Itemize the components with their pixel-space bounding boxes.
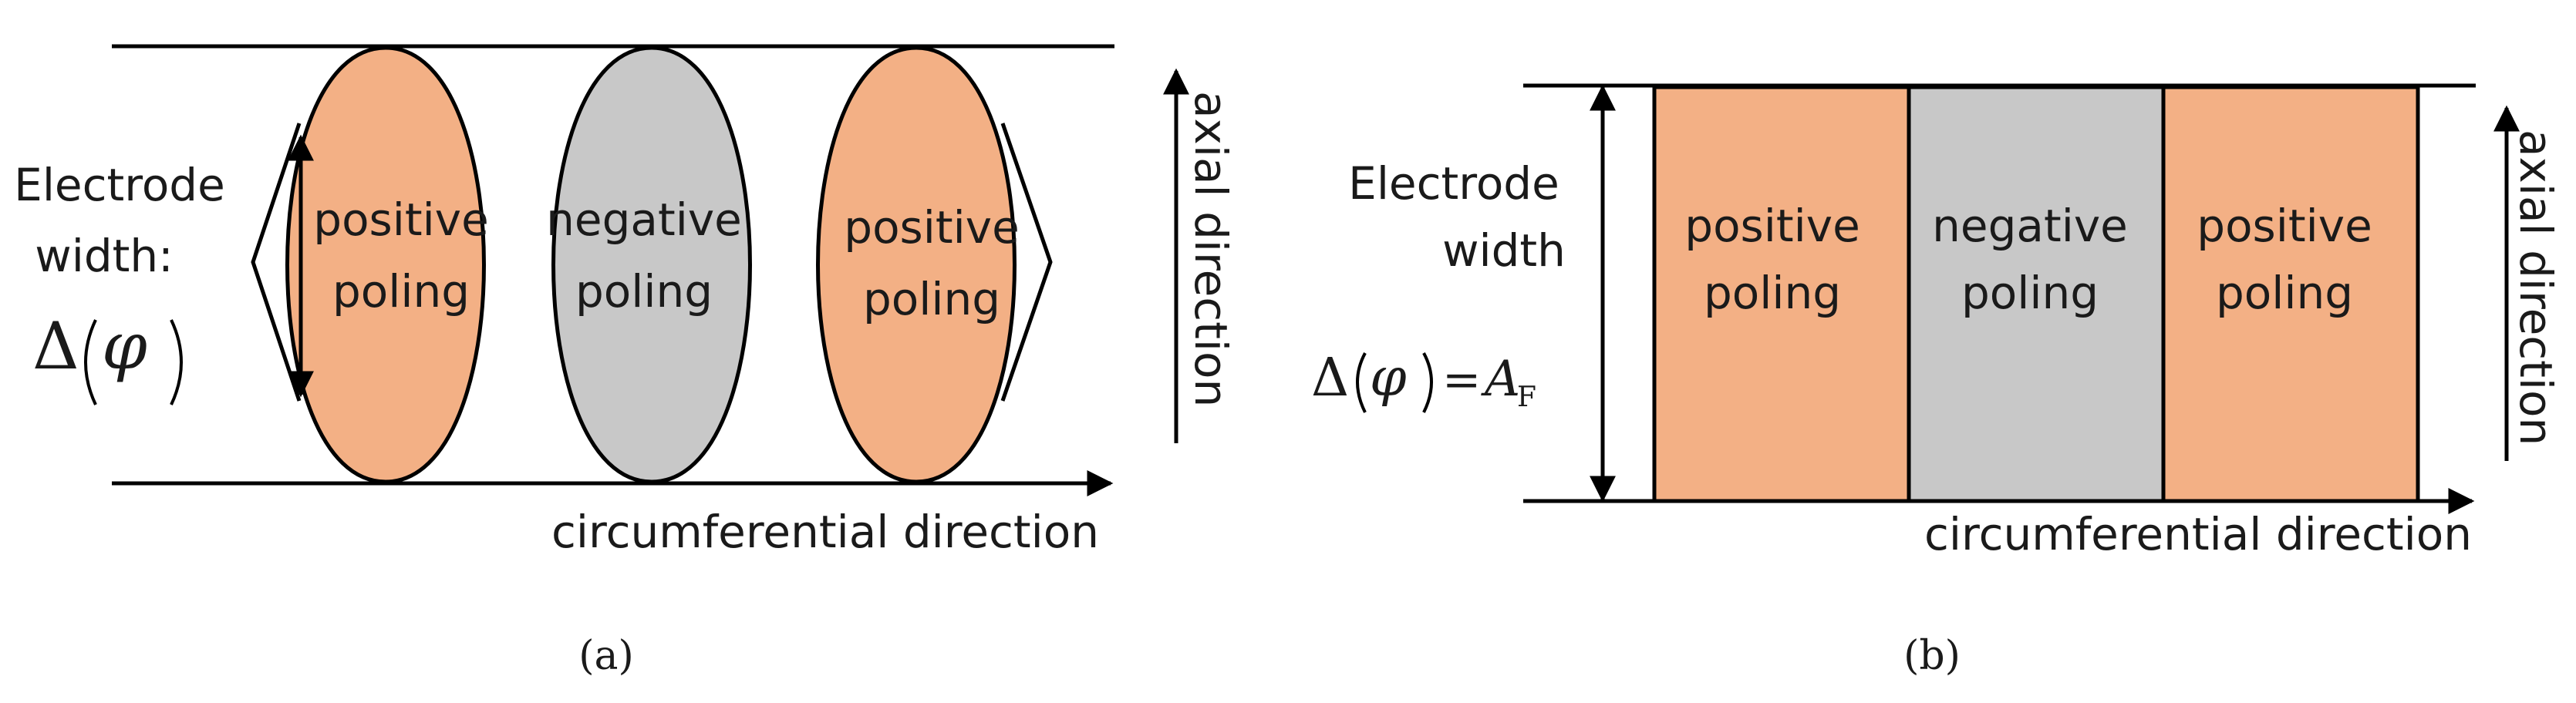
electrode-label-line2: width: <box>35 230 173 282</box>
circumferential-direction-label: circumferential direction <box>551 506 1099 558</box>
left-paren <box>84 319 97 405</box>
right-paren-b <box>1422 352 1433 413</box>
axial-direction-label: axial direction <box>1185 91 1237 407</box>
panel-a: Electrode width: Δ φ positive poling neg… <box>14 31 1237 679</box>
mask-left <box>231 31 255 509</box>
electrode-label-line1: Electrode <box>14 159 225 211</box>
electrode-label-b-line1: Electrode <box>1348 157 1559 210</box>
region-a2-line2: poling <box>575 265 713 318</box>
delta-symbol-b: Δ <box>1311 348 1349 409</box>
left-edge-closure <box>251 123 302 402</box>
delta-symbol: Δ <box>32 308 79 384</box>
region-b3-line2: poling <box>2216 267 2353 319</box>
phi-symbol-b: φ <box>1370 348 1407 409</box>
right-edge-closure <box>1000 123 1053 402</box>
circumferential-direction-label-b: circumferential direction <box>1924 508 2472 560</box>
region-b2-line1: negative <box>1932 200 2128 252</box>
positive-poling-rect-left <box>1652 85 1911 503</box>
positive-poling-region-right <box>816 45 1017 484</box>
positive-poling-rect-right <box>2161 85 2420 503</box>
region-b3-line1: positive <box>2197 200 2372 252</box>
region-b2-line2: poling <box>1961 267 2099 319</box>
caption-a: (a) <box>578 633 634 679</box>
region-b1-line1: positive <box>1684 200 1860 252</box>
negative-poling-rect <box>1907 85 2166 503</box>
mask-right <box>1050 31 1081 509</box>
right-paren <box>170 319 183 405</box>
region-a3-line1: positive <box>844 201 1020 254</box>
region-a1-line2: poling <box>332 265 470 318</box>
region-a3-line2: poling <box>863 273 1000 325</box>
region-a1-line1: positive <box>313 193 489 246</box>
equals-sign-b: = <box>1442 353 1481 407</box>
caption-b: (b) <box>1903 633 1961 679</box>
region-a2-line1: negative <box>546 193 742 246</box>
amplitude-subscript-b: F <box>1517 382 1536 413</box>
panel-b: Electrode width Δ φ = A F positive polin… <box>1311 83 2562 679</box>
electrode-label-b-line2: width <box>1442 224 1566 277</box>
phi-symbol: φ <box>102 308 147 384</box>
axial-direction-label-b: axial direction <box>2510 130 2562 446</box>
left-paren-b <box>1356 352 1367 413</box>
amplitude-symbol-b: A <box>1481 351 1520 408</box>
region-b1-line2: poling <box>1704 267 1841 319</box>
